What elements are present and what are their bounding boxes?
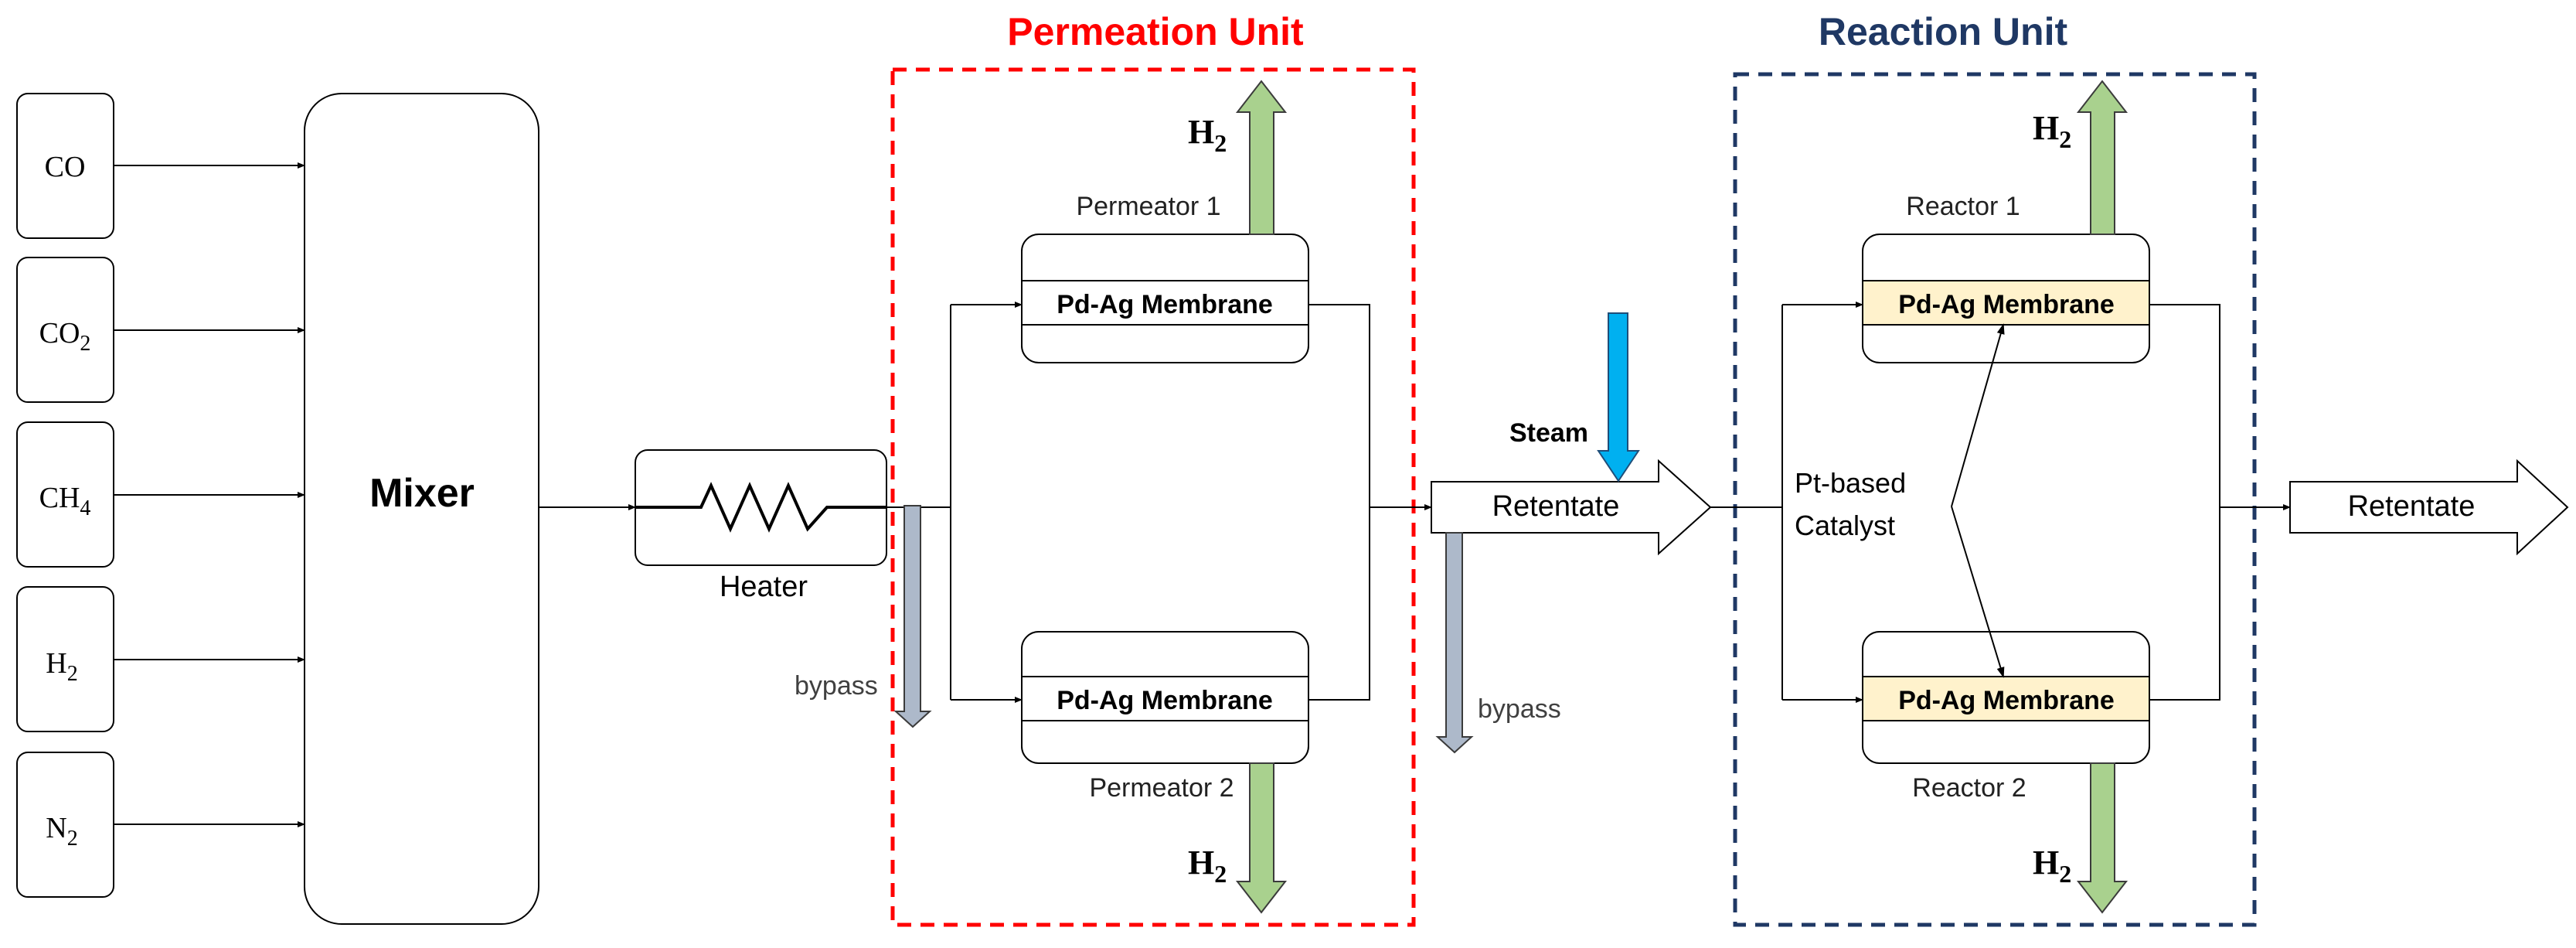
steam-arrow xyxy=(1597,312,1640,483)
heater-coil-icon xyxy=(635,482,886,533)
permeator-1-h2-arrow xyxy=(1235,80,1288,235)
reactor-2-h2-arrow xyxy=(2076,762,2129,914)
reactor-1: Pd-Ag Membrane xyxy=(1862,234,2150,363)
permeator-2-h2-arrow xyxy=(1235,762,1288,914)
catalyst-label-line2: Catalyst xyxy=(1795,510,1895,541)
input-h2-label: H2 xyxy=(46,647,77,686)
input-h2: H2 xyxy=(16,586,114,732)
reaction-feed-lines xyxy=(1710,302,1863,703)
permeator-2-label: Permeator 2 xyxy=(1089,773,1234,803)
middle-bypass-label: bypass xyxy=(1478,694,1561,724)
reaction-unit-boundary xyxy=(1733,72,2257,927)
reactor-1-label: Reactor 1 xyxy=(1906,192,2020,221)
reactor-2-label: Reactor 2 xyxy=(1912,773,2026,803)
input-n2: N2 xyxy=(16,752,114,898)
input-co2-label: CO2 xyxy=(39,317,91,356)
heater-label: Heater xyxy=(720,571,808,603)
reactor-2-membrane-label: Pd-Ag Membrane xyxy=(1898,686,2115,715)
reactor-1-membrane-label: Pd-Ag Membrane xyxy=(1898,290,2115,319)
input-ch4: CH4 xyxy=(16,421,114,568)
permeation-bypass-arrow xyxy=(893,505,932,728)
retentate-arrow-middle: Retentate xyxy=(1431,459,1712,556)
reactor-1-h2-label: H2 xyxy=(2033,109,2071,153)
steam-label: Steam xyxy=(1509,418,1588,448)
reactor-1-h2-arrow xyxy=(2076,80,2129,235)
permeator-1-label: Permeator 1 xyxy=(1076,192,1220,221)
catalyst-label-line1: Pt-based xyxy=(1795,467,1906,499)
reaction-outlet-lines xyxy=(2149,304,2291,701)
input-co: CO xyxy=(16,93,114,239)
retentate-middle-label: Retentate xyxy=(1492,490,1620,523)
permeation-bypass-label: bypass xyxy=(795,671,878,701)
permeator-1-h2-label: H2 xyxy=(1188,113,1227,157)
input-co-label: CO xyxy=(45,151,86,183)
permeation-unit-title: Permeation Unit xyxy=(1007,10,1304,53)
mixer: Mixer xyxy=(304,93,539,925)
permeator-1: Pd-Ag Membrane xyxy=(1021,234,1309,363)
input-arrows xyxy=(114,162,305,827)
retentate-outlet-label: Retentate xyxy=(2348,490,2476,523)
reactor-2-h2-label: H2 xyxy=(2033,844,2071,888)
input-ch4-label: CH4 xyxy=(39,482,91,520)
mixer-label: Mixer xyxy=(369,471,475,516)
catalyst-pointer-lines xyxy=(1951,323,2005,678)
heater: Heater xyxy=(635,449,887,603)
permeator-1-membrane-label: Pd-Ag Membrane xyxy=(1057,290,1273,319)
reactor-2: Pd-Ag Membrane xyxy=(1862,631,2150,764)
input-co2: CO2 xyxy=(16,257,114,403)
input-n2-label: N2 xyxy=(46,812,77,851)
permeator-2-membrane-label: Pd-Ag Membrane xyxy=(1057,686,1273,715)
permeation-unit-boundary xyxy=(890,67,1416,927)
middle-bypass-arrow xyxy=(1435,532,1474,754)
permeator-2: Pd-Ag Membrane xyxy=(1021,631,1309,764)
reaction-unit-title: Reaction Unit xyxy=(1819,10,2068,53)
retentate-arrow-outlet: Retentate xyxy=(2289,459,2569,556)
permeation-outlet-lines xyxy=(1308,304,1432,701)
permeator-2-h2-label: H2 xyxy=(1188,844,1227,888)
